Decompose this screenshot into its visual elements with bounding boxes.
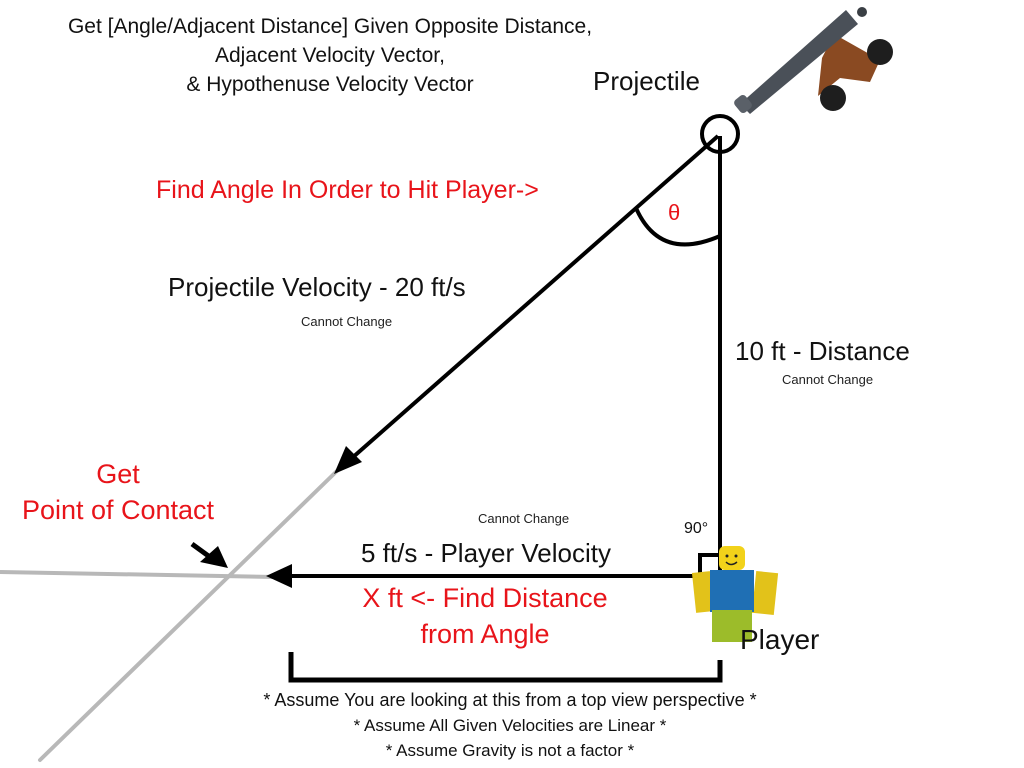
cannon-icon [734, 7, 893, 114]
adjacent-arrowhead [266, 564, 292, 588]
theta-label: θ [668, 200, 681, 225]
player-path-extension-line [0, 570, 276, 579]
x-distance-line-1: X ft <- Find Distance [362, 583, 608, 613]
player-velocity-label: 5 ft/s - Player Velocity [361, 538, 611, 568]
projectile-label: Projectile [593, 66, 700, 96]
player-label: Player [740, 624, 820, 655]
right-angle-label: 90° [684, 520, 709, 537]
projectile-velocity-note: Cannot Change [301, 314, 393, 329]
distance-note: Cannot Change [782, 372, 874, 387]
find-angle-label: Find Angle In Order to Hit Player-> [156, 176, 539, 204]
hypotenuse-line [350, 134, 720, 460]
note-top-view: * Assume You are looking at this from a … [263, 690, 757, 710]
distance-label: 10 ft - Distance [735, 336, 910, 366]
title-line-1: Get [Angle/Adjacent Distance] Given Oppo… [67, 15, 593, 38]
right-angle-marker [698, 553, 720, 576]
x-distance-line-2: from Angle [420, 619, 550, 649]
assumptions-notes: * Assume You are looking at this from a … [190, 688, 830, 763]
title-line-3: & Hypothenuse Velocity Vector [186, 73, 474, 96]
player-velocity-note: Cannot Change [478, 511, 570, 526]
x-distance-label: X ft <- Find Distance from Angle [340, 580, 630, 652]
title-line-2: Adjacent Velocity Vector, [215, 44, 445, 67]
point-of-contact-arrowhead [200, 546, 228, 568]
roblox-player-icon [691, 546, 779, 642]
note-no-gravity: * Assume Gravity is not a factor * [385, 741, 635, 760]
hypotenuse-arrowhead [334, 446, 362, 474]
diagram-title: Get [Angle/Adjacent Distance] Given Oppo… [0, 12, 660, 99]
point-of-contact-line-1: Get [96, 459, 140, 489]
projectile-velocity-label: Projectile Velocity - 20 ft/s [168, 272, 466, 302]
point-of-contact-line-2: Point of Contact [21, 495, 215, 525]
projectile-circle-icon [700, 114, 740, 154]
note-linear-velocities: * Assume All Given Velocities are Linear… [353, 716, 667, 735]
angle-arc [634, 207, 721, 247]
distance-bracket [288, 652, 723, 683]
trajectory-extension-line [38, 466, 342, 762]
point-of-contact-label: Get Point of Contact [8, 456, 228, 528]
